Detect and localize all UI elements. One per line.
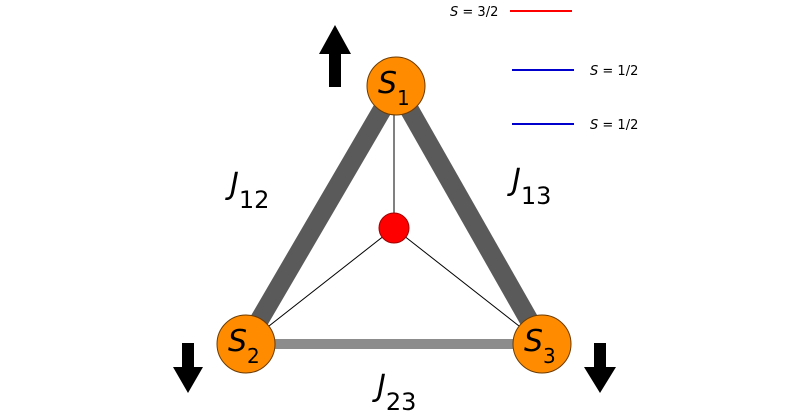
- spin-down-arrow-icon: [584, 343, 616, 393]
- node-s3-label: S3: [524, 324, 556, 368]
- spin-down-arrow-icon: [173, 343, 203, 393]
- thin-line-center-s2: [245, 227, 395, 345]
- thin-line-center-s3: [393, 227, 543, 345]
- bond-j13: [387, 81, 551, 348]
- node-s3: [512, 314, 572, 374]
- coupling-j13-label: J13: [507, 163, 551, 210]
- legend: S = 3/2 S = 1/2 S = 1/2: [450, 5, 638, 133]
- legend-label: S = 1/2: [590, 118, 638, 133]
- node-s2: [216, 314, 276, 374]
- node-s1: [366, 56, 426, 116]
- legend-label: S = 3/2: [450, 5, 498, 20]
- coupling-j23-label: J23: [372, 369, 416, 416]
- bond-j12: [237, 81, 405, 348]
- coupling-j12-label: J12: [225, 167, 269, 214]
- spin-up-arrow-icon: [319, 25, 351, 87]
- center-node: [378, 212, 410, 244]
- node-s1-label: S1: [378, 66, 410, 110]
- node-s2-label: S2: [228, 324, 260, 368]
- legend-label: S = 1/2: [590, 64, 638, 79]
